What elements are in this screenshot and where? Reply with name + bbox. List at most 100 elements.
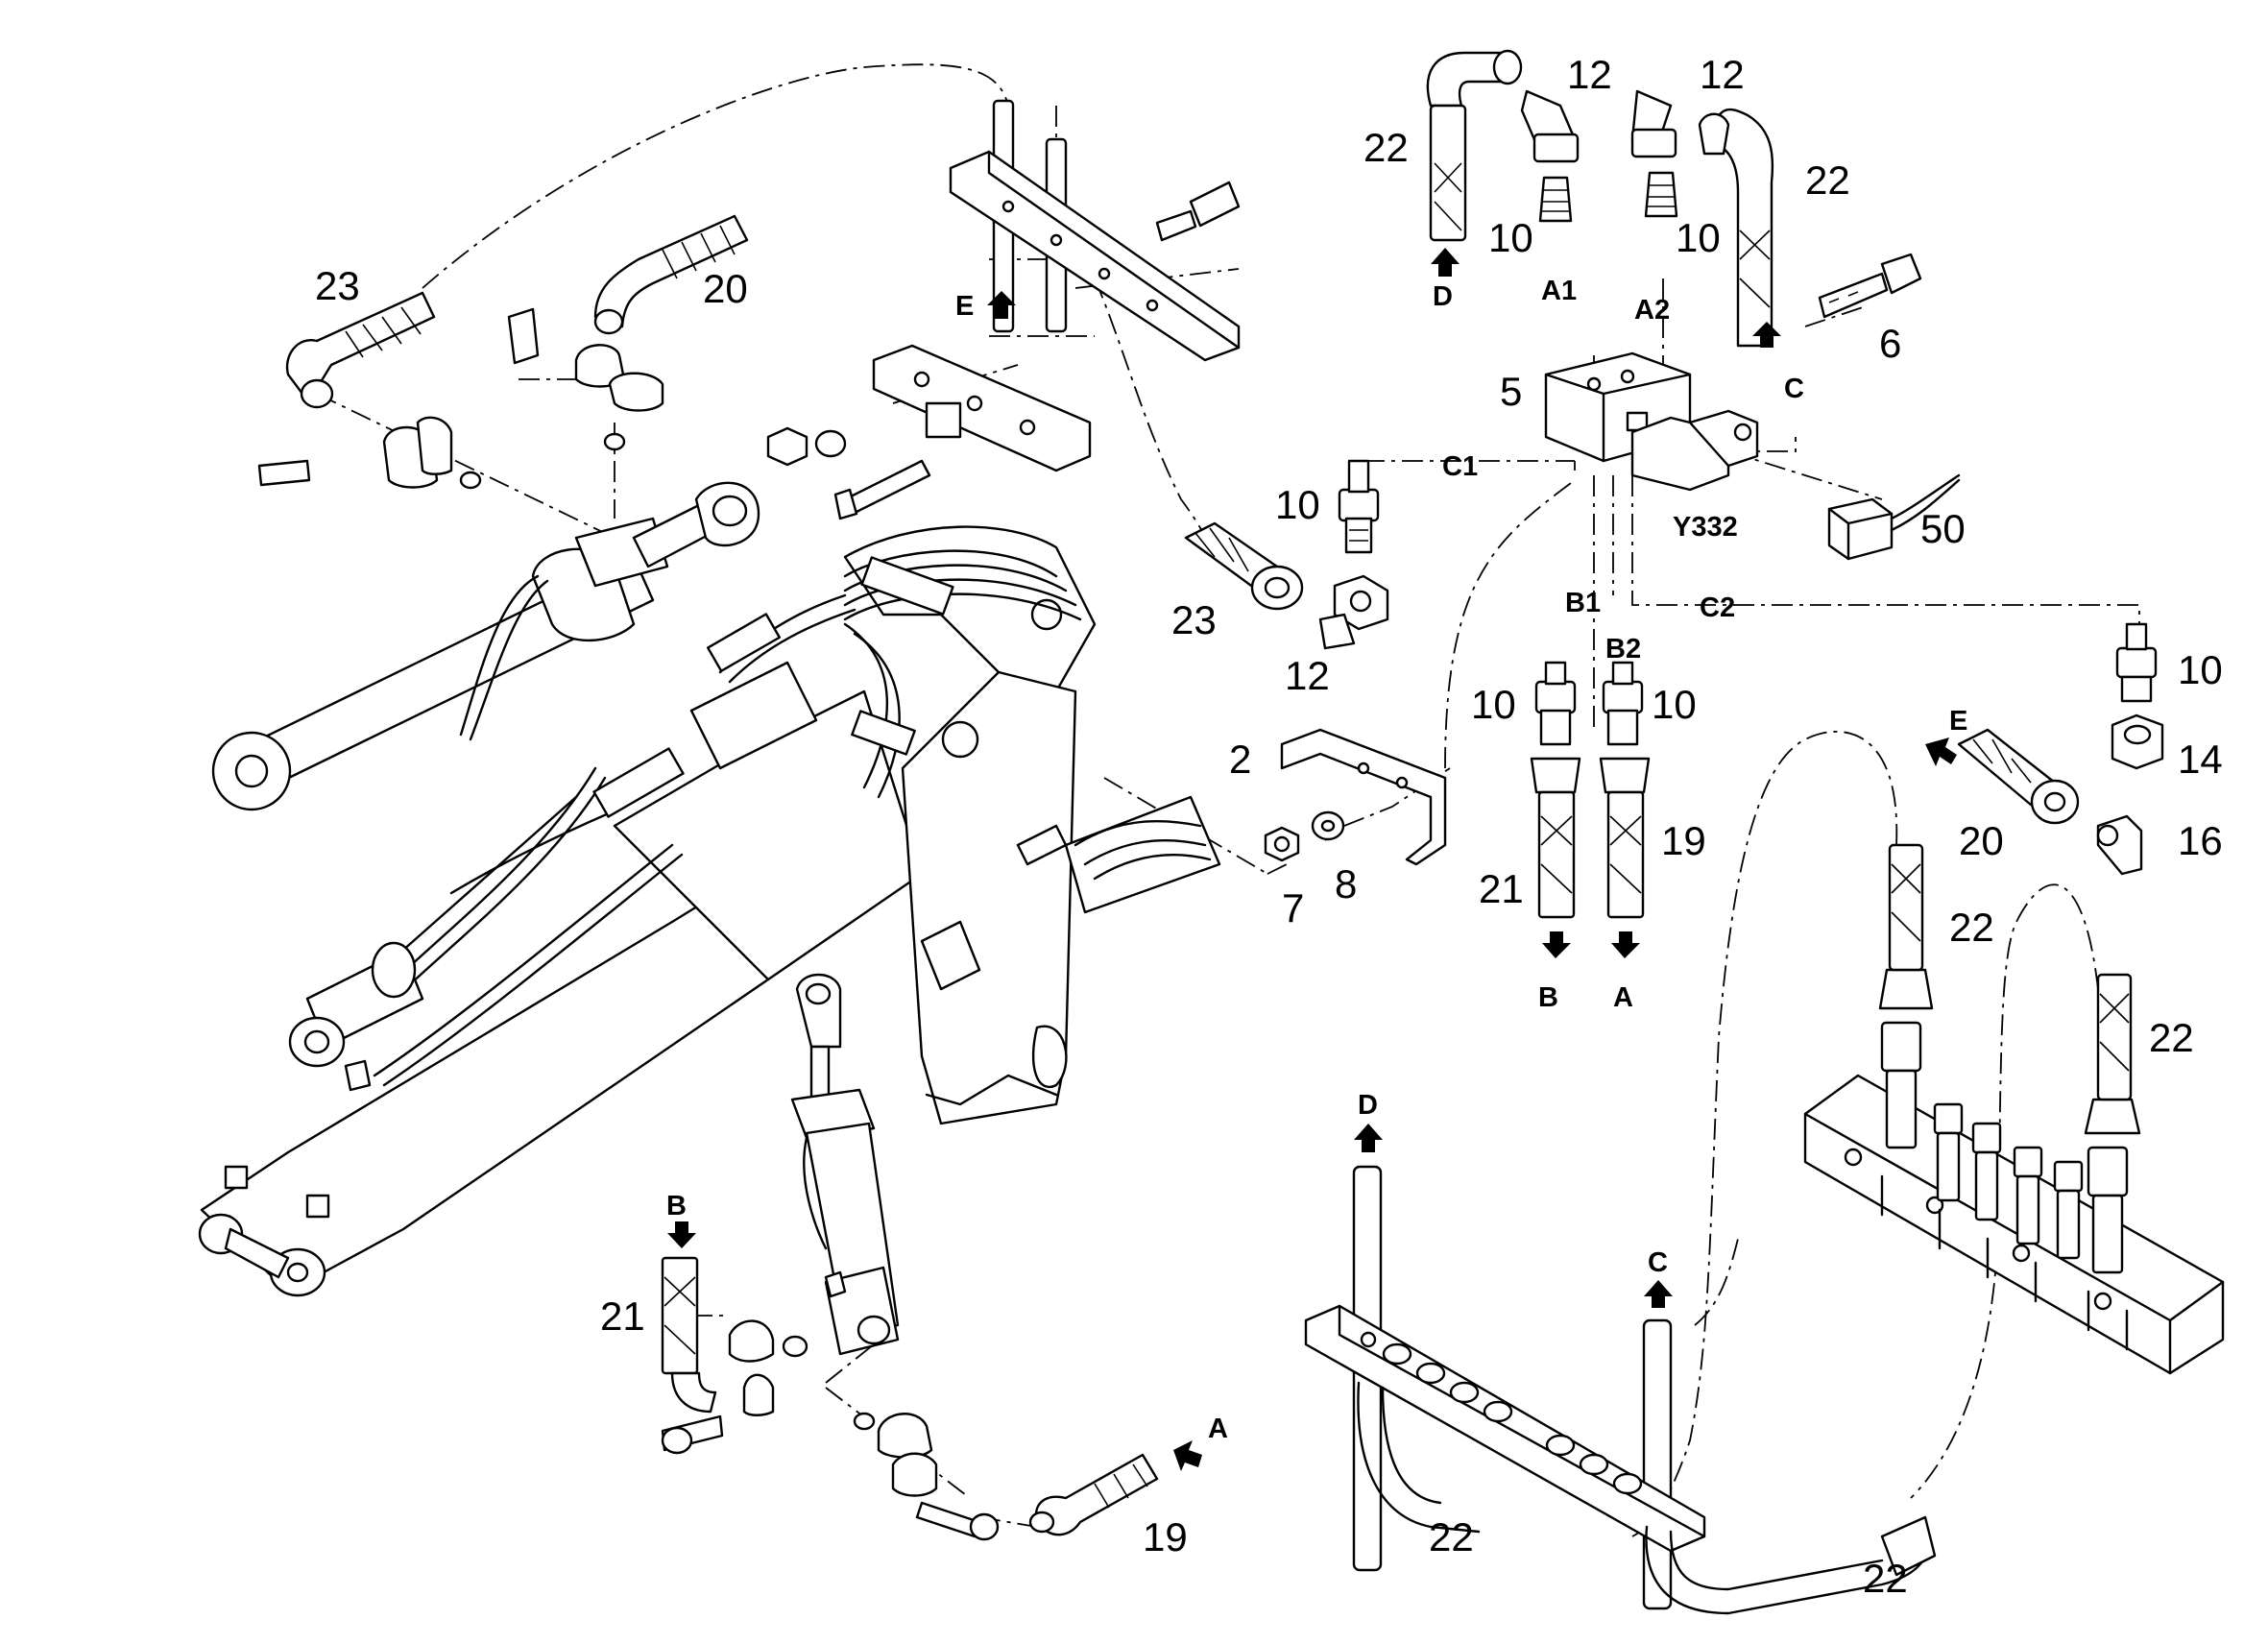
callout-10: 10 (1471, 682, 1516, 727)
manifold-block (1803, 1074, 2225, 1375)
callout-12: 12 (1700, 52, 1745, 97)
hose-23-mid (1184, 521, 1304, 611)
port-label-c: C (1648, 1247, 1668, 1278)
callout-7: 7 (1282, 885, 1304, 931)
clamp-set-lower-right (853, 1412, 1000, 1541)
callout-23: 23 (1171, 597, 1217, 642)
callout-20: 20 (703, 266, 748, 311)
arrow-a-left (1173, 1440, 1202, 1471)
callout-10: 10 (2178, 647, 2223, 692)
fitting-10-c1 (1338, 459, 1380, 554)
clamp-set-lower-left (661, 1319, 808, 1455)
arrow-d-bottom (1354, 1124, 1383, 1152)
port-label-c: C (1784, 374, 1804, 404)
hose-22-manifold-right (2084, 973, 2141, 1135)
callout-2: 2 (1229, 737, 1251, 782)
port-label-y332: Y332 (1673, 512, 1738, 543)
callout-23: 23 (315, 263, 360, 308)
port-label-b1: B1 (1565, 588, 1601, 618)
arrow-a-mid (1611, 931, 1640, 958)
port-label-b2: B2 (1605, 634, 1641, 665)
port-label-c1: C1 (1442, 451, 1478, 482)
arrow-b-left (667, 1221, 696, 1248)
callout-12: 12 (1567, 52, 1612, 97)
port-label-a1: A1 (1541, 276, 1577, 306)
callout-labels: 22 12 12 22 10 10 6 5 23 20 10 50 23 12 … (315, 52, 2223, 1601)
callout-12: 12 (1285, 653, 1330, 698)
callout-19: 19 (1661, 818, 1706, 863)
callout-22: 22 (1429, 1514, 1474, 1559)
washer-8 (1311, 810, 1345, 841)
port-labels: D A1 A2 C E C1 Y332 B1 B2 C2 E B A D C B… (666, 276, 1967, 1444)
callout-5: 5 (1500, 369, 1522, 414)
port-label-b: B (1538, 982, 1558, 1013)
callout-22: 22 (1805, 157, 1850, 203)
port-label-e: E (1949, 706, 1967, 737)
hose-19-right (1599, 757, 1651, 919)
pipe-bracket-e (949, 99, 1241, 362)
port-label-c2: C2 (1700, 592, 1735, 623)
fitting-10-b2 (1602, 661, 1644, 746)
nut-14 (2111, 713, 2164, 770)
manifold-fittings (1880, 1021, 2129, 1274)
port-label-d: D (1358, 1090, 1378, 1121)
hose-23-top (285, 291, 436, 409)
bolt-e-bottom (833, 459, 931, 520)
arrow-b-mid (1542, 931, 1571, 958)
elbow-16 (2096, 814, 2143, 876)
callout-20: 20 (1959, 818, 2004, 863)
clamp-set-top (507, 307, 664, 451)
arrow-c-top (1752, 322, 1781, 348)
arrow-e-right (1925, 737, 1957, 766)
hose-20-top (593, 214, 749, 335)
elbow-12-left (1520, 89, 1580, 223)
callout-22: 22 (1863, 1556, 1908, 1601)
callout-10: 10 (1676, 215, 1721, 260)
callout-14: 14 (2178, 737, 2223, 782)
pipe-frame (1304, 1165, 1937, 1615)
arm-cylinder-left (288, 941, 424, 1092)
port-label-a2: A2 (1634, 295, 1670, 326)
bolt-e-top (1155, 181, 1241, 242)
excavator-boom (200, 525, 1221, 1293)
callout-10: 10 (1275, 482, 1320, 527)
bucket-cylinder-lower (790, 973, 900, 1356)
connector-50 (1827, 473, 1961, 561)
hose-22-manifold-left (1878, 843, 1934, 1010)
callout-6: 6 (1879, 321, 1901, 366)
clamp-block-e (872, 344, 1092, 472)
hose-bundle-boom (325, 549, 1082, 1087)
bracket-2 (1280, 728, 1447, 866)
fitting-10-b1 (1534, 661, 1577, 746)
hose-22-top-right (1698, 108, 1774, 348)
callout-19: 19 (1143, 1514, 1188, 1559)
callout-22: 22 (2149, 1015, 2194, 1060)
elbow-12-right (1630, 89, 1678, 218)
arrow-e-top (987, 291, 1016, 319)
nut-e (766, 426, 847, 467)
boom-cylinder-top (211, 481, 760, 811)
callout-50: 50 (1920, 506, 1966, 551)
callout-8: 8 (1335, 861, 1357, 907)
port-label-a: A (1613, 982, 1633, 1013)
callout-22: 22 (1363, 125, 1409, 170)
solenoid-y332 (1630, 409, 1759, 492)
hose-19-bottom (1028, 1453, 1159, 1536)
callout-10: 10 (1652, 682, 1697, 727)
arrow-c-bottom (1644, 1280, 1673, 1308)
hose-20-right (1957, 728, 2080, 825)
port-label-d: D (1433, 281, 1453, 312)
callout-16: 16 (2178, 818, 2223, 863)
arrow-d-top (1431, 248, 1460, 277)
callout-21: 21 (1479, 866, 1524, 911)
bolt-6 (1818, 253, 1922, 319)
fitting-10-right (2115, 622, 2158, 703)
callout-10: 10 (1488, 215, 1533, 260)
port-label-b: B (666, 1191, 687, 1221)
nut-7 (1264, 826, 1300, 862)
callout-22: 22 (1949, 905, 1994, 950)
fitting-12-mid (1318, 574, 1389, 650)
callout-21: 21 (600, 1293, 645, 1339)
